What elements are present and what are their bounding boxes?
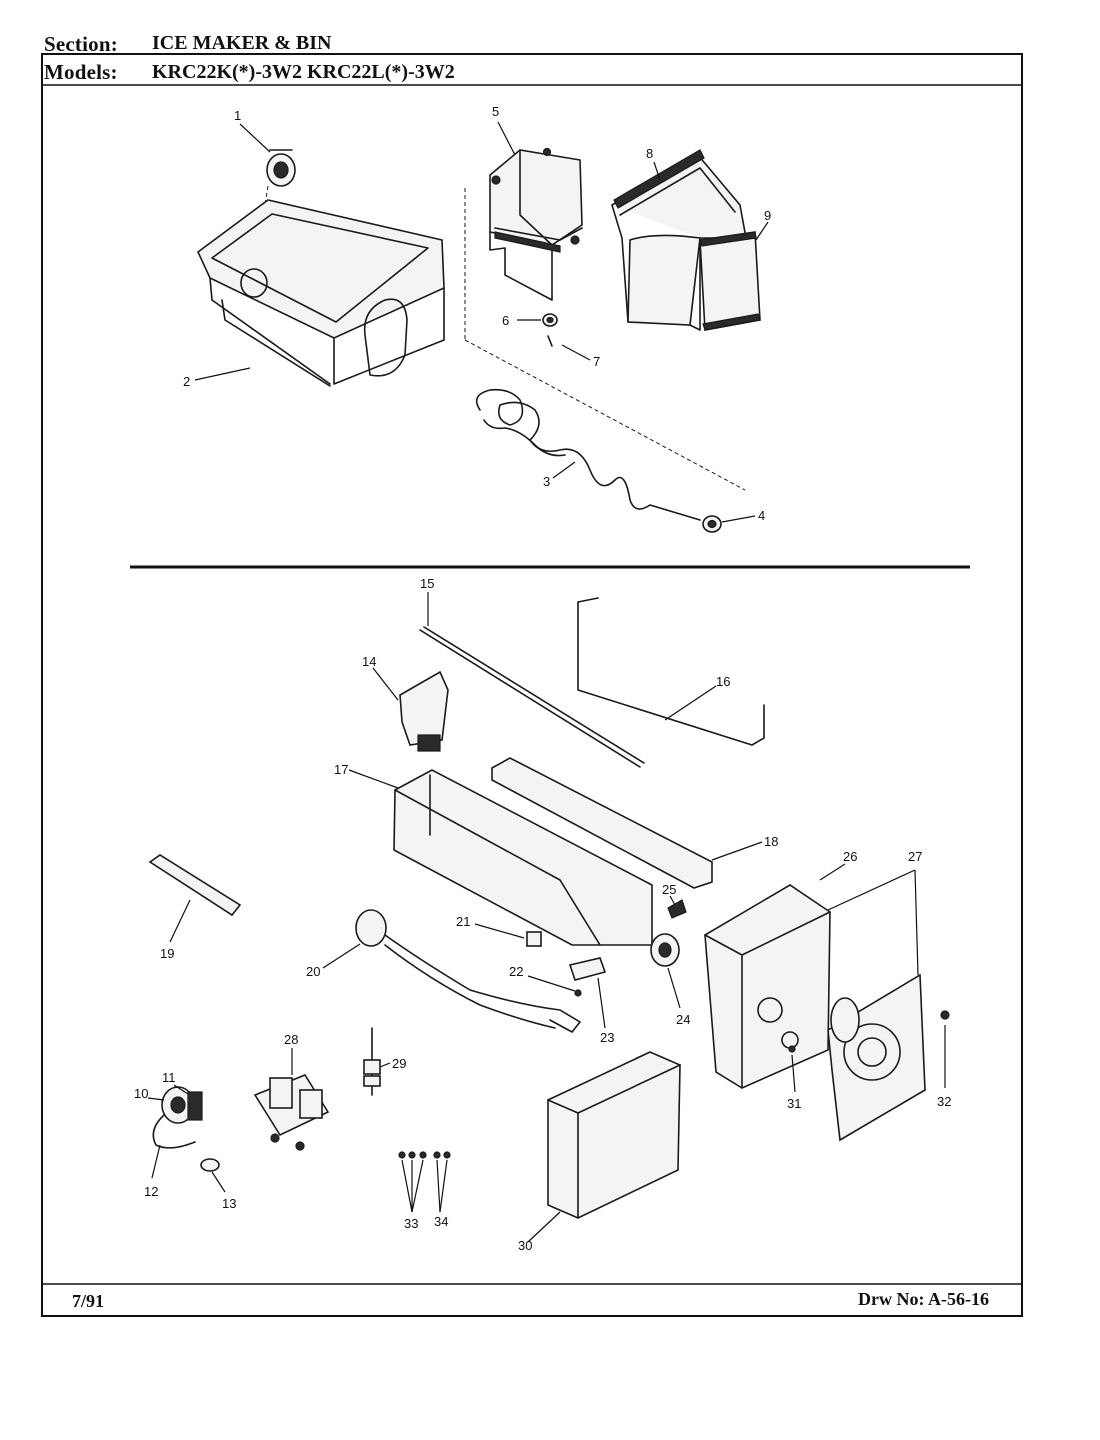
callout-23: 23 xyxy=(600,1030,614,1045)
part-32-screw xyxy=(940,1010,950,1020)
part-20-harness xyxy=(355,909,581,1033)
part-29-connector xyxy=(363,1027,381,1096)
part-23-clip xyxy=(568,957,607,981)
callout-numbers: 1 2 3 4 5 6 7 8 9 10 11 12 13 14 15 16 1… xyxy=(134,104,951,1253)
part-21-block xyxy=(526,931,542,947)
section-label: Section: xyxy=(44,32,118,56)
part-27-motor xyxy=(827,973,926,1142)
part-3-water-tube xyxy=(475,388,701,521)
part-6-washer xyxy=(542,313,558,327)
callout-19: 19 xyxy=(160,946,174,961)
part-14-bracket xyxy=(399,670,449,752)
callout-30: 30 xyxy=(518,1238,532,1253)
part-12-wire xyxy=(152,1114,196,1149)
part-18-stripper xyxy=(491,757,713,889)
callout-11: 11 xyxy=(162,1070,176,1085)
callout-31: 31 xyxy=(787,1096,801,1111)
part-16-shutoff-arm xyxy=(577,597,765,746)
callout-4: 4 xyxy=(758,508,765,523)
part-25-spring xyxy=(667,899,687,919)
part-22-screw xyxy=(574,989,582,997)
callout-28: 28 xyxy=(284,1032,298,1047)
callout-20: 20 xyxy=(306,964,320,979)
part-13-terminal xyxy=(200,1158,220,1172)
callout-3: 3 xyxy=(543,474,550,489)
callout-9: 9 xyxy=(764,208,771,223)
callout-21: 21 xyxy=(456,914,470,929)
callout-32: 32 xyxy=(937,1094,951,1109)
callout-6: 6 xyxy=(502,313,509,328)
callout-34: 34 xyxy=(434,1214,448,1229)
models-label: Models: xyxy=(44,60,118,84)
callout-27: 27 xyxy=(908,849,922,864)
models-value: KRC22K(*)-3W2 KRC22L(*)-3W2 xyxy=(152,61,455,83)
part-26-housing xyxy=(704,884,831,1089)
part-15-ejector xyxy=(419,626,645,768)
callout-1: 1 xyxy=(234,108,241,123)
leader-lines xyxy=(147,121,946,1243)
part-19-heater-tube xyxy=(148,854,242,917)
part-30-cover xyxy=(547,1051,681,1219)
callout-16: 16 xyxy=(716,674,730,689)
diagram-border xyxy=(41,53,1023,1317)
callout-2: 2 xyxy=(183,374,190,389)
callout-17: 17 xyxy=(334,762,348,777)
part-5-chute-bracket xyxy=(489,147,583,301)
part-7-pin xyxy=(547,335,553,347)
part-4-guide xyxy=(464,339,746,491)
section-value: ICE MAKER & BIN xyxy=(152,32,332,54)
part-10-11-switch xyxy=(161,1086,203,1124)
part-8-ice-chute xyxy=(611,149,747,331)
callout-18: 18 xyxy=(764,834,778,849)
callout-12: 12 xyxy=(144,1184,158,1199)
callout-8: 8 xyxy=(646,146,653,161)
drawing-number: Drw No: A-56-16 xyxy=(858,1289,989,1309)
drawing-date: 7/91 xyxy=(72,1291,105,1311)
part-1-nut xyxy=(266,149,296,187)
part-31-screw xyxy=(788,1045,796,1053)
callout-5: 5 xyxy=(492,104,499,119)
callout-29: 29 xyxy=(392,1056,406,1071)
callout-25: 25 xyxy=(662,882,676,897)
part-28-water-valve xyxy=(253,1074,330,1151)
callout-26: 26 xyxy=(843,849,857,864)
part-4-fitting xyxy=(702,515,722,533)
callout-14: 14 xyxy=(362,654,376,669)
callout-24: 24 xyxy=(676,1012,690,1027)
part-9-gasket xyxy=(699,231,761,331)
callout-13: 13 xyxy=(222,1196,236,1211)
part-33-34-screws xyxy=(398,1151,451,1159)
part-24-gear xyxy=(650,933,680,967)
callout-22: 22 xyxy=(509,964,523,979)
callout-10: 10 xyxy=(134,1086,148,1101)
callout-15: 15 xyxy=(420,576,434,591)
callout-7: 7 xyxy=(593,354,600,369)
part-2-ice-bin xyxy=(197,199,445,387)
callout-33: 33 xyxy=(404,1216,418,1231)
